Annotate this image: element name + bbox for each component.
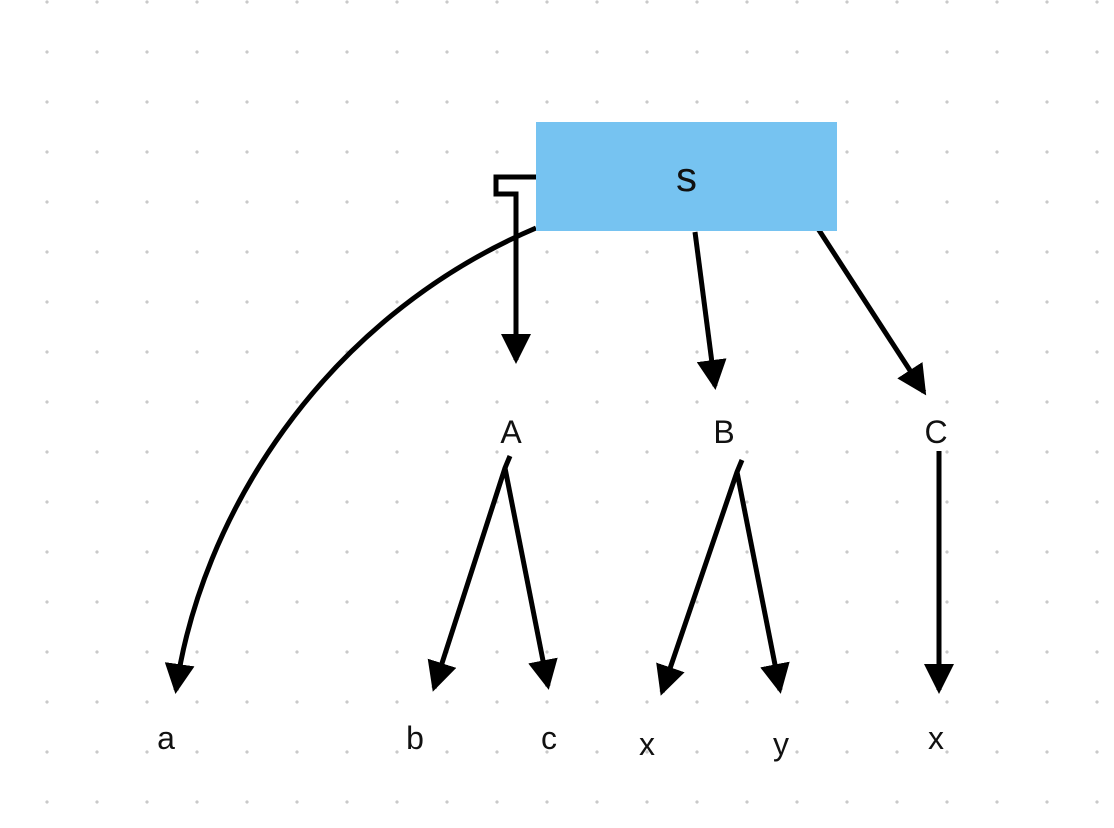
node-B[interactable]: B: [713, 414, 735, 450]
leaf-y[interactable]: y: [773, 726, 789, 762]
edge-B-to-x: [656, 459, 745, 696]
leaf-c[interactable]: c: [541, 720, 557, 756]
leaf-x-under-B[interactable]: x: [639, 726, 655, 762]
edge-s-to-A: [493, 174, 536, 365]
root-node-s[interactable]: s: [536, 122, 837, 231]
leaf-b[interactable]: b: [406, 720, 424, 756]
edge-A-to-b: [427, 455, 513, 692]
edge-s-to-B: [692, 231, 727, 390]
edge-A-to-c: [502, 467, 558, 690]
edge-s-to-C: [812, 222, 927, 396]
node-C[interactable]: C: [924, 414, 948, 450]
edge-s-to-a: [164, 225, 537, 694]
edge-B-to-y: [734, 471, 790, 694]
node-A[interactable]: A: [500, 414, 522, 450]
leaf-x-under-C[interactable]: x: [928, 720, 944, 756]
leaf-a[interactable]: a: [157, 720, 175, 756]
root-node-label: s: [676, 152, 697, 200]
